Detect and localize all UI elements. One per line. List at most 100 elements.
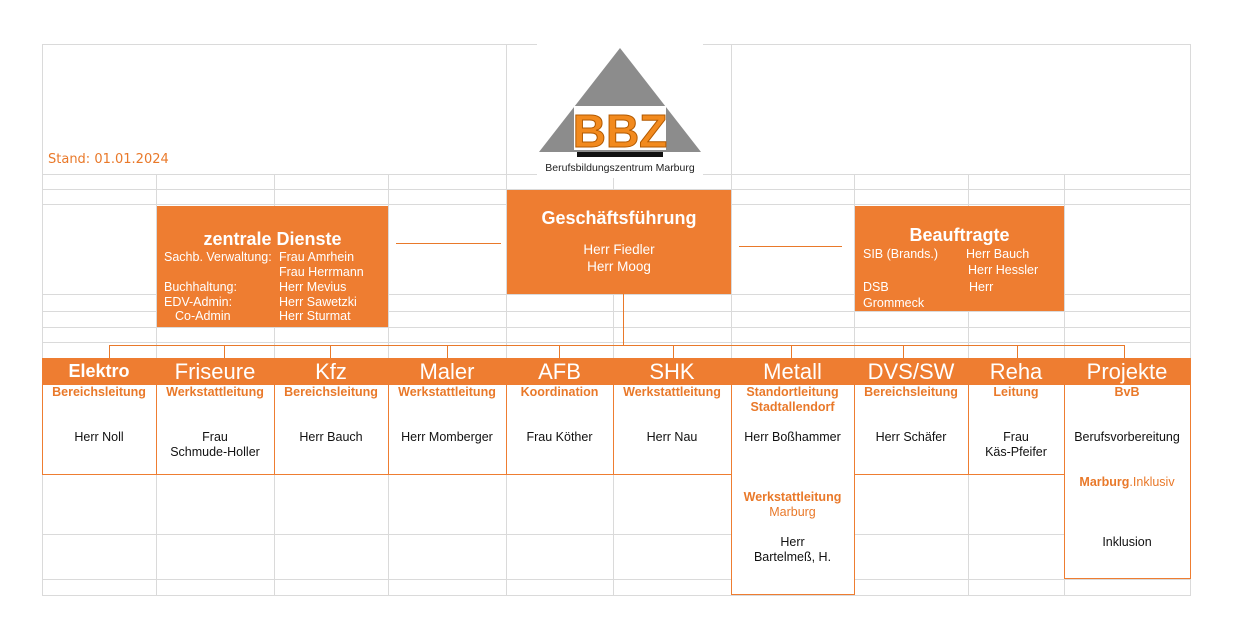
dept-box-reha [968, 385, 1065, 475]
person-name: Herr Schäfer [875, 430, 947, 444]
dept-friseure: Friseure [174, 359, 256, 384]
geschaeftsfuehrung-title: Geschäftsführung [541, 208, 697, 228]
logo-subtitle: Berufsbildungszentrum Marburg [545, 162, 695, 174]
connector-line [109, 345, 110, 358]
dept-box-afb [506, 385, 614, 475]
dept-shk: SHK [649, 359, 695, 384]
zentrale-name: Frau Herrmann [279, 265, 364, 279]
role-label: Bereichsleitung [284, 385, 378, 399]
role-label: Bereichsleitung [864, 385, 958, 399]
role-label: Werkstattleitung [623, 385, 721, 399]
connector-line [673, 345, 674, 358]
grid-line [731, 44, 732, 595]
zentrale-name: Frau Amrhein [279, 250, 355, 264]
person-name: Käs-Pfeifer [985, 445, 1047, 459]
person-name: Herr Nau [646, 430, 698, 444]
stand-date: Stand: 01.01.2024 [48, 152, 169, 167]
person-name: Frau [1003, 430, 1029, 444]
zentrale-label: Sachb. Verwaltung: [164, 250, 272, 264]
zentrale-dienste-title: zentrale Dienste [203, 229, 342, 249]
person-name: Herr [780, 535, 805, 549]
role-label: Marburg [769, 505, 816, 519]
grid-line [42, 294, 1191, 295]
person-name: Schmude-Holler [170, 445, 260, 459]
person-name: Herr Boßhammer [744, 430, 841, 444]
grid-line [42, 342, 1191, 343]
zentrale-label: Co-Admin [175, 309, 231, 323]
connector-line [623, 294, 624, 345]
dept-elektro: Elektro [68, 361, 130, 381]
dept-box-metall-marburg [731, 474, 855, 595]
role-label: Koordination [520, 385, 599, 399]
connector-line [791, 345, 792, 358]
zentrale-name: Herr Sawetzki [279, 295, 357, 309]
dsb-label: DSB [863, 280, 889, 294]
dept-afb: AFB [538, 359, 581, 384]
connector-line [1124, 345, 1125, 358]
sib-name: Herr Hessler [968, 263, 1039, 277]
role-label: BvB [1114, 385, 1140, 399]
grid-line [42, 44, 43, 595]
dept-box-maler [388, 385, 507, 475]
sib-name: Herr Bauch [966, 247, 1030, 261]
dept-box-elektro [42, 385, 157, 475]
role-label: Marburg.Inklusiv [1064, 475, 1190, 490]
connector-line [739, 246, 842, 247]
beauftragte-title: Beauftragte [909, 225, 1010, 245]
role-label: Werkstattleitung [743, 490, 842, 504]
dept-reha: Reha [989, 359, 1043, 384]
person-name: Herr Bauch [299, 430, 363, 444]
connector-line [447, 345, 448, 358]
dsb-name: Grommeck [863, 296, 925, 310]
dept-metall: Metall [763, 359, 822, 384]
grid-line [506, 44, 507, 595]
zentrale-name: Herr Sturmat [279, 309, 351, 323]
dept-projekte: Projekte [1086, 359, 1168, 384]
person-name: Frau Köther [526, 430, 593, 444]
geschaeftsfuehrung-box: Geschäftsführung Herr Fiedler Herr Moog [507, 190, 731, 294]
role-label: Stadtallendorf [750, 400, 835, 414]
connector-line [330, 345, 331, 358]
logo-letters: BBZ [573, 105, 668, 157]
person-name: Inklusion [1102, 535, 1152, 549]
role-label-part: .Inklusiv [1129, 475, 1175, 489]
beauftragte-box: Beauftragte SIB (Brands.) Herr Bauch Her… [855, 206, 1064, 311]
gf-name: Herr Fiedler [583, 242, 655, 257]
connector-line [109, 345, 1125, 346]
role-label: Bereichsleitung [52, 385, 146, 399]
sib-label: SIB (Brands.) [863, 247, 939, 261]
dept-kfz: Kfz [315, 359, 347, 384]
bbz-logo-graphic: BBZ Berufsbildungszentrum Marburg [539, 48, 701, 174]
bbz-logo: BBZ Berufsbildungszentrum Marburg [537, 44, 703, 178]
person-name: Bartelmeß, H. [753, 550, 832, 564]
dsb-name: Herr [969, 280, 994, 294]
role-label: Werkstattleitung [166, 385, 264, 399]
grid-line [42, 311, 1191, 312]
dept-box-friseure [156, 385, 275, 475]
zentrale-dienste-box: zentrale Dienste Sachb. Verwaltung: Frau… [157, 206, 388, 327]
person-name: Herr Momberger [401, 430, 493, 444]
grid-line [42, 534, 1191, 535]
grid-line [703, 44, 1191, 45]
person-name: Berufsvorbereitung [1074, 430, 1180, 444]
connector-line [903, 345, 904, 358]
zentrale-label: EDV-Admin: [164, 295, 233, 309]
role-label: Standortleitung [746, 385, 839, 399]
dept-dvs-sw: DVS/SW [867, 359, 955, 384]
dept-box-projekte [1064, 385, 1191, 579]
grid-line [42, 579, 1191, 580]
department-bar [42, 358, 1191, 385]
dept-maler: Maler [419, 359, 475, 384]
grid-line [42, 327, 1191, 328]
grid-line [42, 44, 537, 45]
person-name: Herr Noll [74, 430, 124, 444]
gf-name: Herr Moog [587, 259, 651, 274]
person-name: Frau [202, 430, 228, 444]
role-label-part: Marburg [1079, 475, 1130, 489]
grid-line [42, 595, 1191, 596]
connector-line [1017, 345, 1018, 358]
role-label: Werkstattleitung [398, 385, 496, 399]
connector-line [396, 243, 501, 244]
grid-line [1190, 44, 1191, 595]
connector-line [559, 345, 560, 358]
